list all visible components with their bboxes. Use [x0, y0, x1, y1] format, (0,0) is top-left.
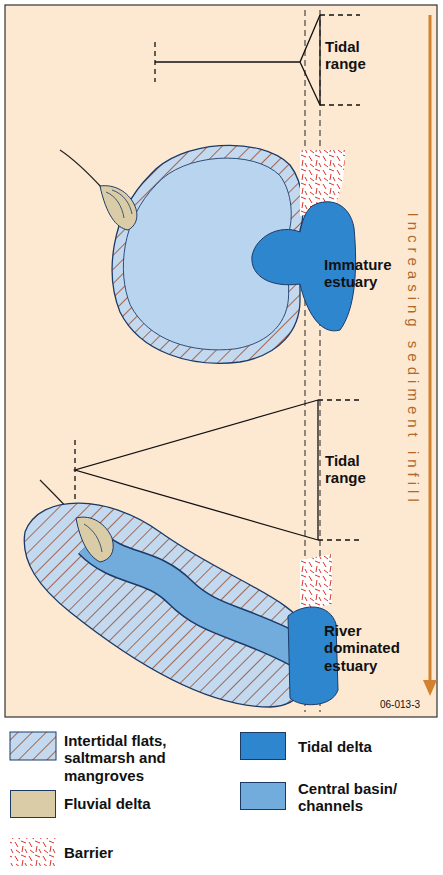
estuary-label: Immature estuary	[324, 256, 408, 291]
figure-code: 06-013-3	[380, 699, 420, 711]
legend-text: Barrier	[64, 844, 229, 861]
legend-text: Fluvial delta	[64, 795, 229, 812]
legend-swatch	[10, 790, 56, 818]
tidal-range-label: Tidal range	[325, 452, 395, 487]
panel-frame	[5, 5, 437, 717]
legend-text: Intertidal flats, saltmarsh and mangrove…	[64, 732, 229, 784]
infill-label: Increasing sediment infill	[404, 213, 421, 507]
legend-swatch	[10, 732, 56, 760]
tidal-range-label: Tidal range	[325, 38, 395, 73]
immature-estuary	[60, 145, 356, 363]
estuary-label: River dominated estuary	[324, 622, 414, 674]
legend-text: Tidal delta	[298, 738, 428, 755]
legend-swatch	[10, 838, 56, 866]
legend-swatch	[240, 782, 286, 810]
river-dominated-estuary	[24, 480, 338, 707]
infill-arrow	[423, 15, 437, 696]
legend-text: Central basin/ channels	[298, 780, 428, 815]
legend-swatch	[240, 732, 286, 760]
